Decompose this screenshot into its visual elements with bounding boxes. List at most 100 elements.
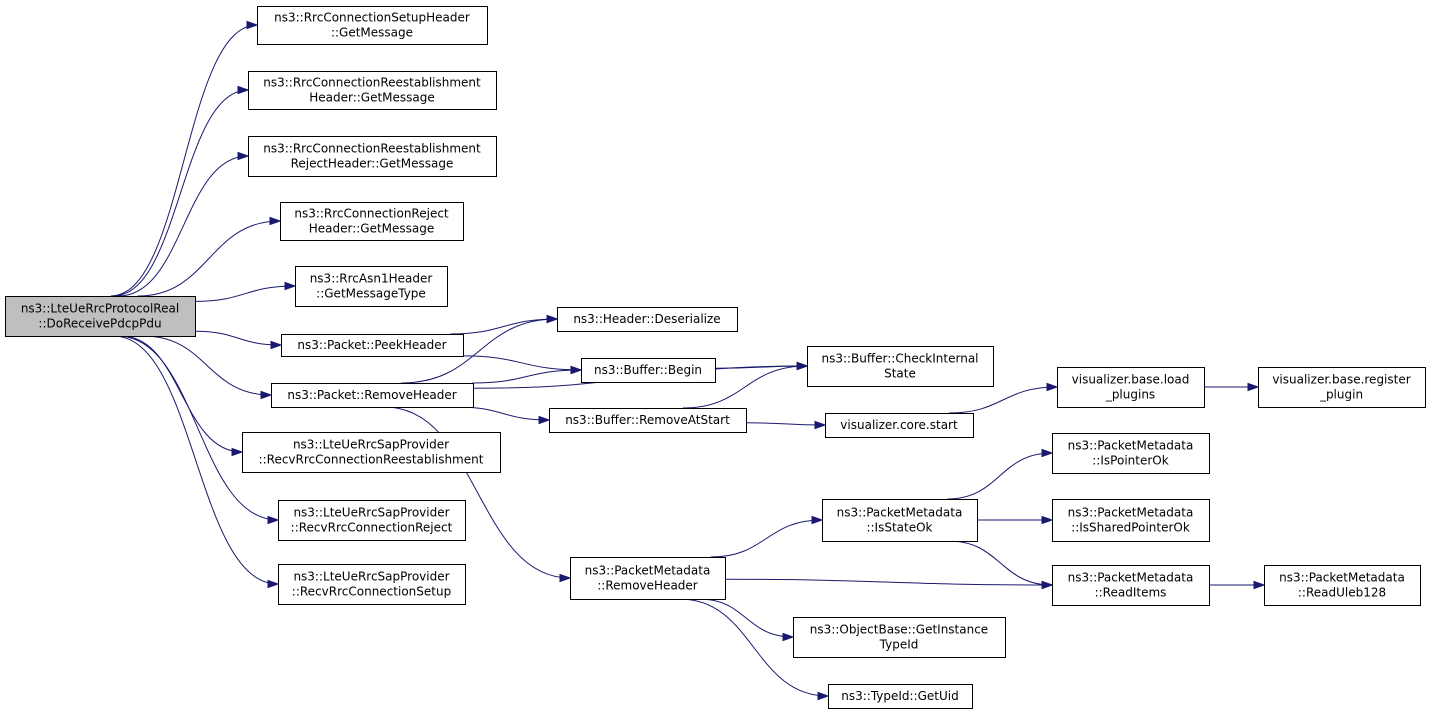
arrowhead-pmIsStateOk-to-pmReadItems — [1041, 580, 1054, 590]
node-reestRejMsg[interactable]: ns3::RrcConnectionReestablishmentRejectH… — [248, 136, 497, 177]
node-pmRemoveHeader[interactable]: ns3::PacketMetadata::RemoveHeader — [570, 557, 726, 600]
node-box[interactable] — [557, 307, 738, 332]
node-box[interactable] — [822, 499, 978, 542]
node-deserialize[interactable]: ns3::Header::Deserialize — [557, 307, 738, 332]
node-bufBegin[interactable]: ns3::Buffer::Begin — [581, 358, 716, 383]
node-label-line: ::RecvRrcConnectionReestablishment — [259, 453, 484, 467]
edge-pmIsStateOk-to-pmReadItems — [948, 540, 1053, 586]
node-label-line: ns3::LteUeRrcSapProvider — [293, 438, 449, 452]
node-label-line: ns3::Buffer::RemoveAtStart — [565, 413, 730, 427]
node-label-line: ::DoReceivePdcpPdu — [38, 317, 161, 331]
node-root[interactable]: ns3::LteUeRrcProtocolReal::DoReceivePdcp… — [5, 296, 196, 337]
arrowhead-bufRemoveAtStart-to-vizStart — [814, 420, 827, 430]
node-pmReadItems[interactable]: ns3::PacketMetadata::ReadItems — [1052, 565, 1210, 606]
node-box[interactable] — [248, 136, 497, 177]
node-recvReest[interactable]: ns3::LteUeRrcSapProvider::RecvRrcConnect… — [242, 432, 501, 473]
node-box[interactable] — [1052, 565, 1210, 606]
node-label-line: RejectHeader::GetMessage — [291, 157, 454, 171]
node-label-line: ns3::Header::Deserialize — [573, 312, 720, 326]
node-box[interactable] — [295, 266, 448, 307]
node-asn1Type[interactable]: ns3::RrcAsn1Header::GetMessageType — [295, 266, 448, 307]
node-box[interactable] — [825, 413, 974, 438]
edge-root-to-peekHeader — [194, 330, 282, 346]
node-box[interactable] — [278, 500, 466, 541]
arrowhead-root-to-asn1Type — [284, 281, 297, 291]
node-removeHeader[interactable]: ns3::Packet::RemoveHeader — [271, 383, 474, 408]
node-label-line: ns3::PacketMetadata — [1279, 571, 1405, 585]
node-box[interactable] — [570, 557, 726, 600]
node-box[interactable] — [793, 617, 1006, 658]
node-setupMsg[interactable]: ns3::RrcConnectionSetupHeader::GetMessag… — [257, 6, 488, 45]
node-label-line: ns3::Packet::RemoveHeader — [287, 388, 456, 402]
node-bufRemoveAtStart[interactable]: ns3::Buffer::RemoveAtStart — [549, 408, 747, 433]
node-vizRegister[interactable]: visualizer.base.register_plugin — [1258, 367, 1426, 408]
node-label-line: ns3::PacketMetadata — [1068, 439, 1194, 453]
arrowhead-pmRemoveHeader-to-objGetType — [782, 632, 795, 642]
edge-removeHeader-to-bufRemoveAtStart — [456, 406, 550, 421]
node-box[interactable] — [1057, 367, 1205, 408]
node-label-line: ns3::PacketMetadata — [1068, 506, 1194, 520]
node-label-line: ::IsSharedPointerOk — [1071, 521, 1190, 535]
node-box[interactable] — [549, 408, 747, 433]
node-box[interactable] — [807, 346, 994, 387]
node-box[interactable] — [281, 334, 464, 357]
node-box[interactable] — [248, 71, 497, 110]
node-box[interactable] — [828, 684, 973, 709]
arrowhead-removeHeader-to-bufRemoveAtStart — [538, 415, 551, 425]
edge-pmRemoveHeader-to-objGetType — [699, 598, 794, 638]
node-rejectMsg[interactable]: ns3::RrcConnectionRejectHeader::GetMessa… — [280, 202, 464, 241]
node-box[interactable] — [581, 358, 716, 383]
node-box[interactable] — [271, 383, 474, 408]
edge-peekHeader-to-bufBegin — [462, 355, 582, 371]
arrowhead-root-to-reestMsg — [237, 85, 250, 95]
node-peekHeader[interactable]: ns3::Packet::PeekHeader — [281, 334, 464, 357]
node-label-line: ns3::Buffer::CheckInternal — [821, 352, 978, 366]
node-box[interactable] — [280, 202, 464, 241]
arrowhead-vizStart-to-vizLoad — [1046, 382, 1059, 392]
node-recvSetup[interactable]: ns3::LteUeRrcSapProvider::RecvRrcConnect… — [278, 564, 466, 605]
node-pmIsPointerOk[interactable]: ns3::PacketMetadata::IsPointerOk — [1052, 433, 1210, 474]
edge-bufRemoveAtStart-to-vizStart — [745, 422, 826, 426]
node-label-line: ns3::LteUeRrcSapProvider — [293, 506, 449, 520]
node-label-line: ns3::PacketMetadata — [585, 564, 711, 578]
node-label-line: ::RecvRrcConnectionSetup — [292, 585, 451, 599]
node-label-line: ns3::PacketMetadata — [1068, 571, 1194, 585]
node-vizLoad[interactable]: visualizer.base.load_plugins — [1057, 367, 1205, 408]
node-box[interactable] — [5, 296, 196, 337]
node-label-line: ::RecvRrcConnectionReject — [291, 521, 453, 535]
node-label-line: ns3::PacketMetadata — [837, 506, 963, 520]
node-pmReadUleb[interactable]: ns3::PacketMetadata::ReadUleb128 — [1264, 565, 1421, 606]
node-label-line: ns3::LteUeRrcProtocolReal — [21, 302, 179, 316]
edge-pmIsStateOk-to-pmIsPointerOk — [947, 452, 1053, 500]
arrowhead-pmRemoveHeader-to-typeGetUid — [817, 691, 830, 701]
edge-peekHeader-to-deserialize — [450, 318, 558, 335]
node-vizStart[interactable]: visualizer.core.start — [825, 413, 974, 438]
edge-root-to-recvReest — [120, 335, 243, 453]
node-box[interactable] — [278, 564, 466, 605]
edge-pmRemoveHeader-to-pmReadItems — [724, 578, 1053, 586]
arrowhead-root-to-rejectMsg — [269, 216, 282, 226]
node-box[interactable] — [257, 6, 488, 45]
node-label-line: _plugins — [1105, 388, 1155, 402]
node-box[interactable] — [1258, 367, 1426, 408]
node-typeGetUid[interactable]: ns3::TypeId::GetUid — [828, 684, 973, 709]
node-box[interactable] — [242, 432, 501, 473]
node-pmIsSharedPtrOk[interactable]: ns3::PacketMetadata::IsSharedPointerOk — [1052, 499, 1210, 542]
arrowhead-pmIsStateOk-to-pmIsSharedPtrOk — [1041, 515, 1054, 525]
edge-pmRemoveHeader-to-typeGetUid — [679, 598, 829, 697]
edge-removeHeader-to-bufBegin — [472, 369, 582, 384]
node-recvReject[interactable]: ns3::LteUeRrcSapProvider::RecvRrcConnect… — [278, 500, 466, 541]
node-label-line: ns3::TypeId::GetUid — [841, 689, 959, 703]
node-box[interactable] — [1052, 433, 1210, 474]
node-box[interactable] — [1052, 499, 1210, 542]
edge-root-to-rejectMsg — [137, 220, 281, 297]
node-box[interactable] — [1264, 565, 1421, 606]
node-reestMsg[interactable]: ns3::RrcConnectionReestablishmentHeader:… — [248, 71, 497, 110]
arrowhead-removeHeader-to-bufBegin — [570, 365, 583, 375]
node-pmIsStateOk[interactable]: ns3::PacketMetadata::IsStateOk — [822, 499, 978, 542]
graph-nodes: ns3::LteUeRrcProtocolReal::DoReceivePdcp… — [5, 6, 1426, 709]
arrowhead-pmRemoveHeader-to-pmIsStateOk — [811, 515, 824, 525]
